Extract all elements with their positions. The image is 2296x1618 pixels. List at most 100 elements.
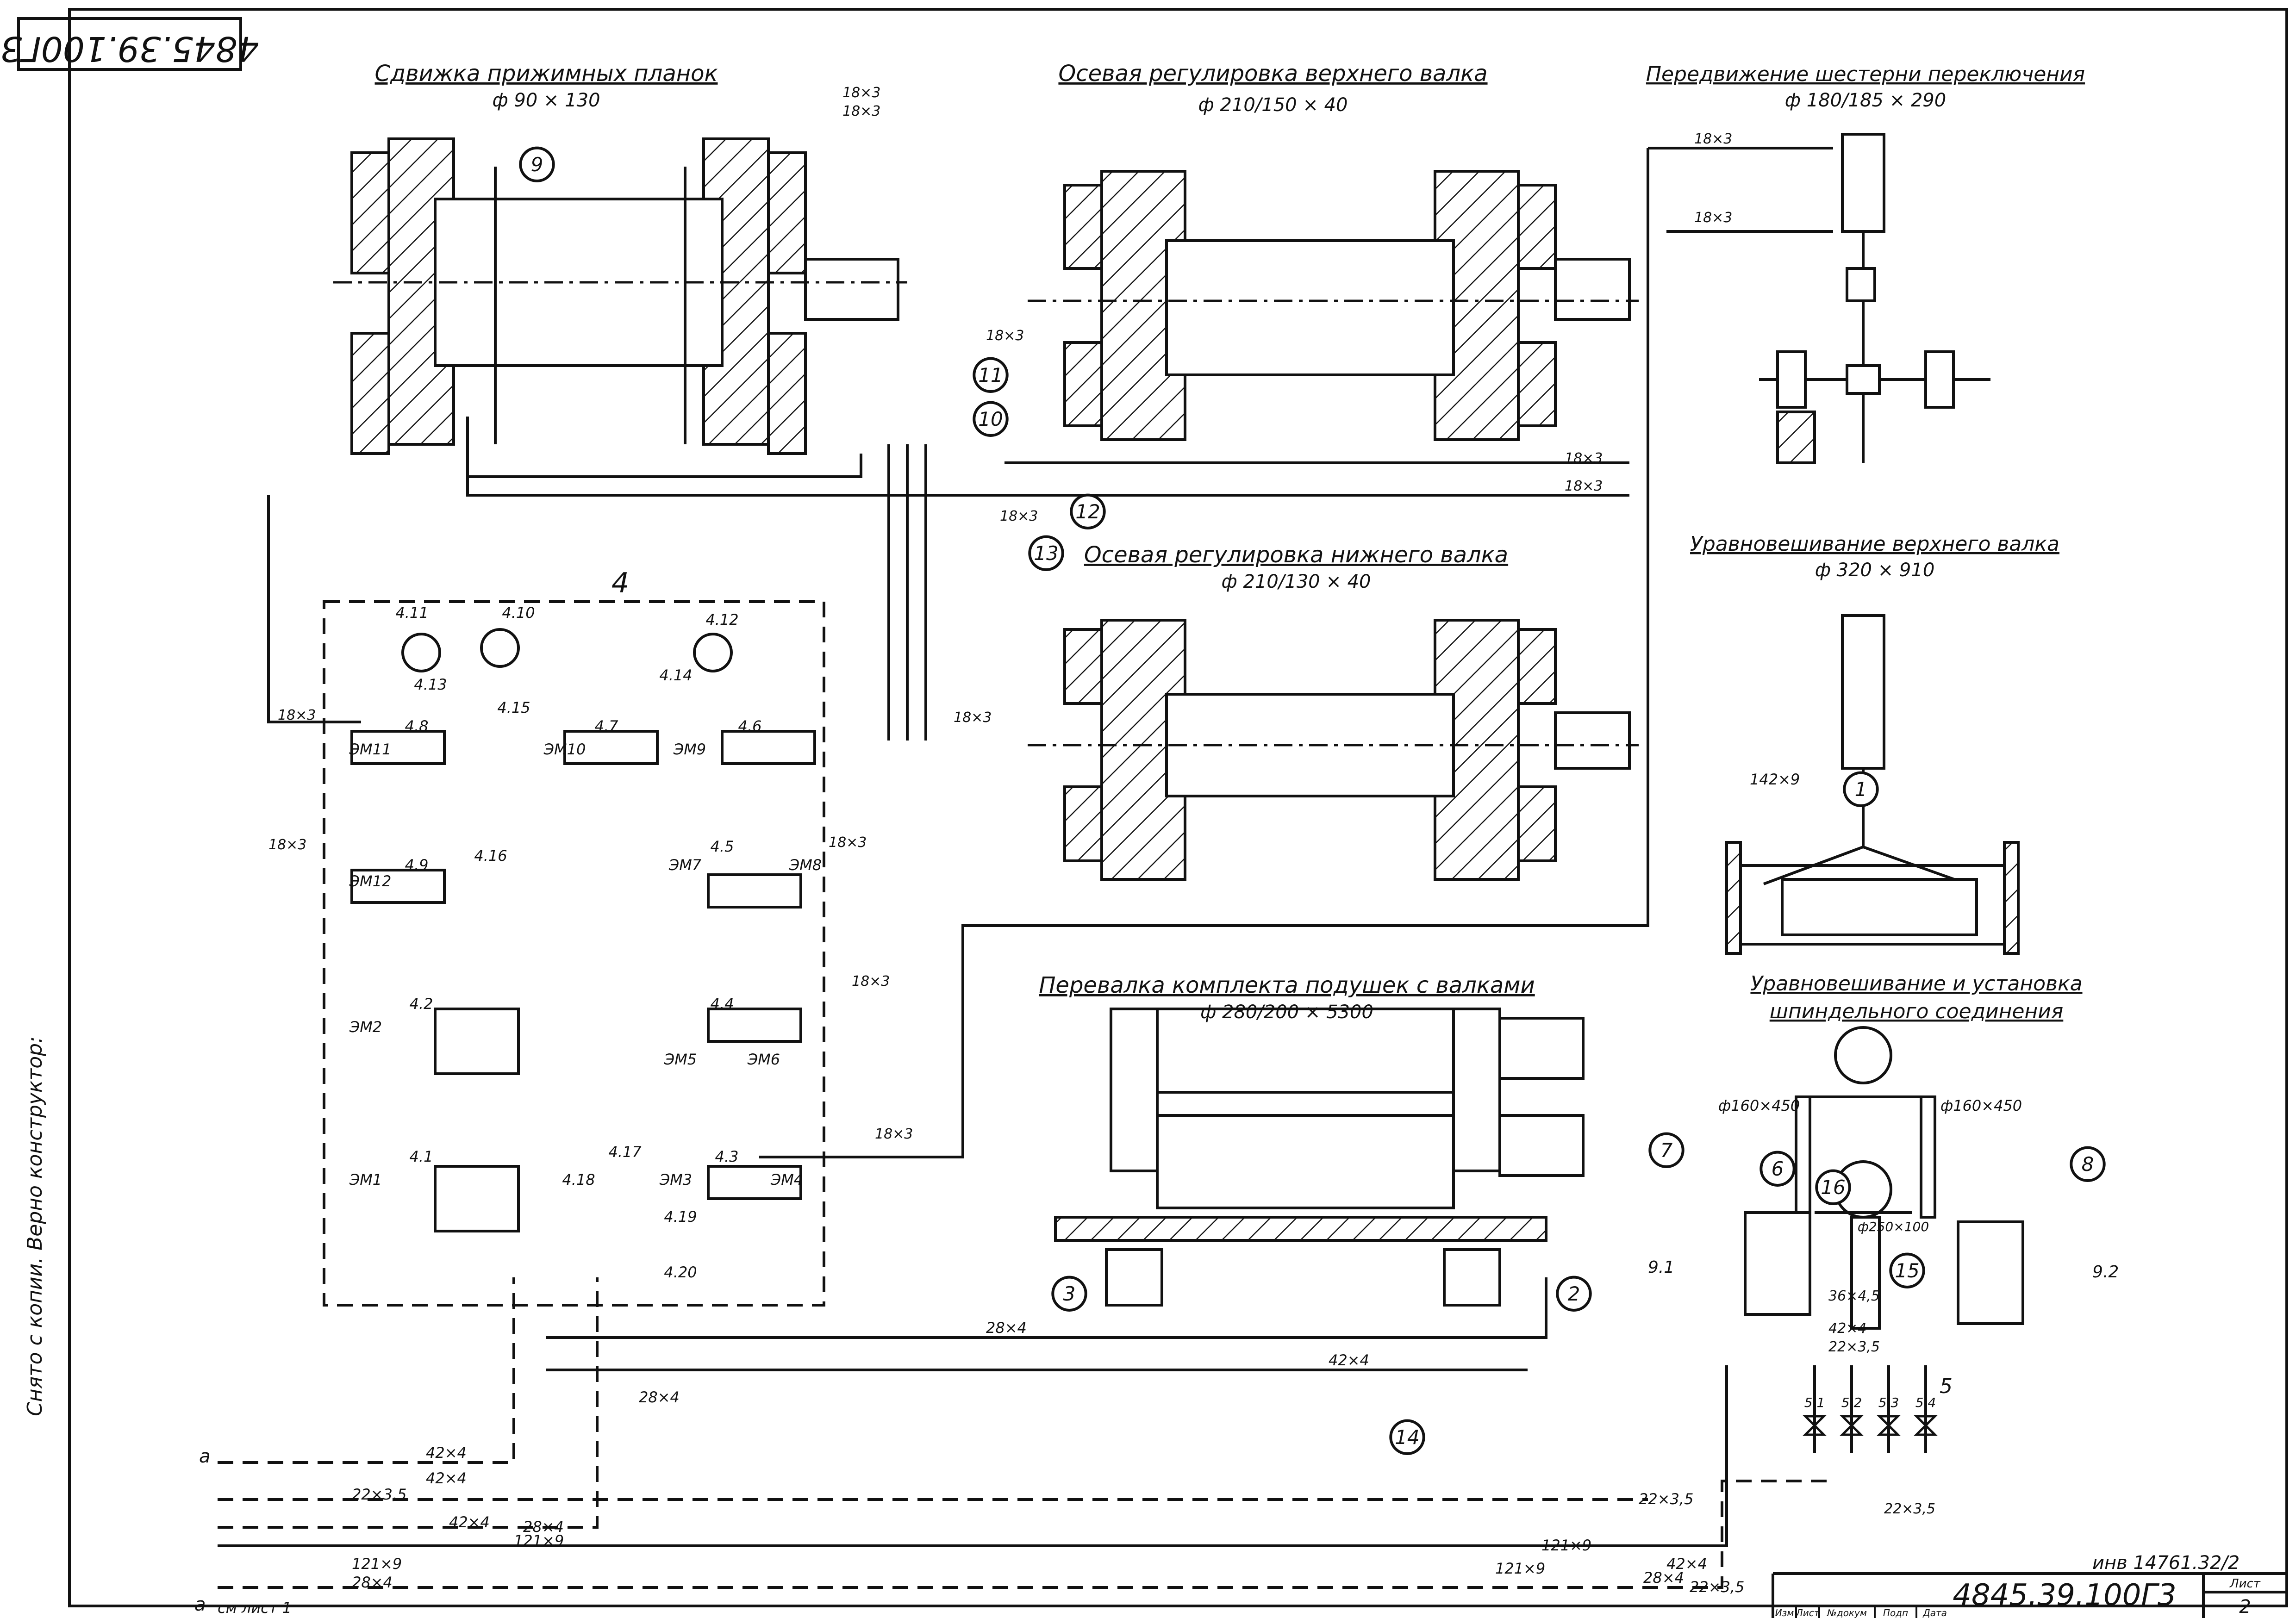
see-sheet-1: см лист 1 bbox=[218, 1599, 292, 1617]
pipe-label: 121×9 bbox=[1495, 1560, 1545, 1577]
reference-a-bottom: a bbox=[194, 1594, 206, 1615]
spindle-spec-left: ф160×450 bbox=[1718, 1097, 1800, 1114]
callout-14-circle bbox=[1389, 1419, 1425, 1456]
callout-1: 1 bbox=[1855, 778, 1867, 801]
upper-balance-spec: ф 320 × 910 bbox=[1815, 560, 1935, 581]
callout-15-circle bbox=[1889, 1252, 1925, 1289]
callout-11-circle bbox=[973, 357, 1009, 393]
spindle-balance-title-1: Уравновешивание и установка bbox=[1750, 972, 2082, 996]
pipe-label: 18×3 bbox=[1694, 210, 1732, 226]
coil-label: ЭМ7 bbox=[668, 856, 702, 874]
component-label: 4.20 bbox=[664, 1263, 697, 1281]
component-label: 4.14 bbox=[659, 666, 692, 684]
component-label: 4.10 bbox=[502, 604, 535, 622]
coil-label: ЭМ9 bbox=[673, 741, 706, 758]
component-label: 4.4 bbox=[711, 995, 734, 1013]
pressure-lines bbox=[218, 147, 1833, 1547]
pipe-label: 42×4 bbox=[449, 1513, 490, 1531]
component-label: 4.15 bbox=[497, 699, 530, 716]
label-9-2: 9.2 bbox=[2092, 1263, 2119, 1282]
pipe-label: 18×3 bbox=[954, 709, 992, 726]
coil-label: ЭМ3 bbox=[659, 1171, 692, 1189]
pipe-label: 28×4 bbox=[352, 1574, 393, 1591]
pipe-label: 18×3 bbox=[852, 973, 890, 989]
pipe-label: 18×3 bbox=[268, 837, 306, 853]
upper-axial-title: Осевая регулировка верхнего валка bbox=[1058, 61, 1487, 87]
pipe-label: 22×3,5 bbox=[1690, 1578, 1744, 1596]
component-label: 4.18 bbox=[562, 1171, 595, 1189]
component-label: 4.5 bbox=[711, 838, 734, 855]
component-label: 4.1 bbox=[410, 1148, 433, 1165]
callout-16-circle bbox=[1815, 1169, 1851, 1206]
pipe-label: 121×9 bbox=[514, 1532, 564, 1550]
callout-3-circle bbox=[1051, 1276, 1087, 1312]
pipe-label: 18×3 bbox=[1694, 131, 1732, 147]
pipe-label: 42×4 bbox=[426, 1469, 467, 1487]
component-label: 4.16 bbox=[474, 847, 507, 865]
station-4-panel bbox=[323, 600, 825, 1307]
clamp-shift-title: Сдвижка прижимных планок bbox=[375, 61, 718, 87]
pipe-label: 22×3,5 bbox=[1639, 1490, 1693, 1508]
station-5-label: 5 bbox=[1940, 1375, 1953, 1398]
component-label: 4.6 bbox=[738, 717, 762, 735]
gear-shift-title: Передвижение шестерни переключения bbox=[1646, 62, 2085, 86]
lower-roll-axial-assembly bbox=[1028, 619, 1639, 881]
component-label: 4.7 bbox=[595, 717, 619, 735]
callout-2: 2 bbox=[1568, 1282, 1580, 1305]
inventory-number: инв 14761.32/2 bbox=[2092, 1552, 2240, 1574]
callout-9-circle bbox=[519, 146, 555, 182]
component-label: 4.3 bbox=[715, 1148, 739, 1165]
pipe-label: 18×3 bbox=[1000, 508, 1038, 524]
sheet-label: Лист bbox=[2229, 1577, 2261, 1591]
pipe-label: 28×4 bbox=[986, 1319, 1027, 1337]
pipe-label: 18×3 bbox=[875, 1126, 913, 1142]
upper-roll-balance-assembly bbox=[1725, 614, 2020, 955]
station-4-label: 4 bbox=[611, 567, 629, 599]
spindle-spec-small: ф250×100 bbox=[1858, 1219, 1929, 1234]
component-label: 4.2 bbox=[410, 995, 433, 1013]
lower-axial-spec: ф 210/130 × 40 bbox=[1222, 571, 1371, 592]
callout-12: 12 bbox=[1075, 500, 1100, 523]
spindle-spec-right: ф160×450 bbox=[1940, 1097, 2022, 1114]
callout-6: 6 bbox=[1772, 1157, 1784, 1180]
drawing-code-top: 4845.39.100Г3 bbox=[0, 29, 259, 68]
upper-axial-spec: ф 210/150 × 40 bbox=[1198, 94, 1348, 116]
coil-label: ЭМ2 bbox=[349, 1018, 382, 1036]
pipe-label: 28×4 bbox=[523, 1518, 564, 1536]
pipe-label: 121×9 bbox=[352, 1555, 402, 1573]
pipe-label: 18×3 bbox=[842, 85, 880, 101]
coil-label: ЭМ10 bbox=[543, 741, 586, 758]
pipe-label: 121×9 bbox=[1541, 1537, 1591, 1554]
pipe-label: 42×4 bbox=[1666, 1555, 1707, 1573]
callout-10-circle bbox=[973, 401, 1009, 437]
callout-6-circle bbox=[1759, 1151, 1796, 1187]
callout-7: 7 bbox=[1660, 1139, 1673, 1162]
station-5-valves bbox=[1802, 1365, 1938, 1453]
pipe-label: 22×3,5 bbox=[1828, 1339, 1880, 1355]
clamp-shift-spec: ф 90 × 130 bbox=[492, 90, 600, 111]
coil-label: ЭМ1 bbox=[349, 1171, 382, 1189]
gear-shift-assembly bbox=[1759, 133, 1990, 464]
component-label: 4.17 bbox=[608, 1143, 642, 1161]
pipe-label: 18×3 bbox=[829, 834, 867, 851]
coil-label: ЭМ8 bbox=[789, 856, 822, 874]
lower-axial-title: Осевая регулировка нижнего валка bbox=[1084, 542, 1508, 568]
title-block-code: 4845.39.100Г3 bbox=[1953, 1578, 2177, 1612]
pipe-label: 18×3 bbox=[986, 328, 1024, 344]
pipe-label: 36×4,5 bbox=[1828, 1288, 1880, 1304]
callout-12-circle bbox=[1070, 493, 1106, 530]
spindle-balance-title-2: шпиндельного соединения bbox=[1770, 1000, 2064, 1023]
pipe-label: 142×9 bbox=[1750, 771, 1800, 788]
valve-label: 5.4 bbox=[1915, 1395, 1936, 1410]
component-label: 4.8 bbox=[405, 717, 429, 735]
valve-label: 5.2 bbox=[1841, 1395, 1862, 1410]
pipe-label: 42×4 bbox=[1329, 1351, 1369, 1369]
pipe-label: 18×3 bbox=[278, 707, 316, 723]
callout-13-circle bbox=[1028, 535, 1064, 572]
upper-balance-title: Уравновешивание верхнего валка bbox=[1690, 532, 2059, 556]
pipe-label: 42×4 bbox=[426, 1444, 467, 1462]
callout-7-circle bbox=[1648, 1132, 1685, 1169]
